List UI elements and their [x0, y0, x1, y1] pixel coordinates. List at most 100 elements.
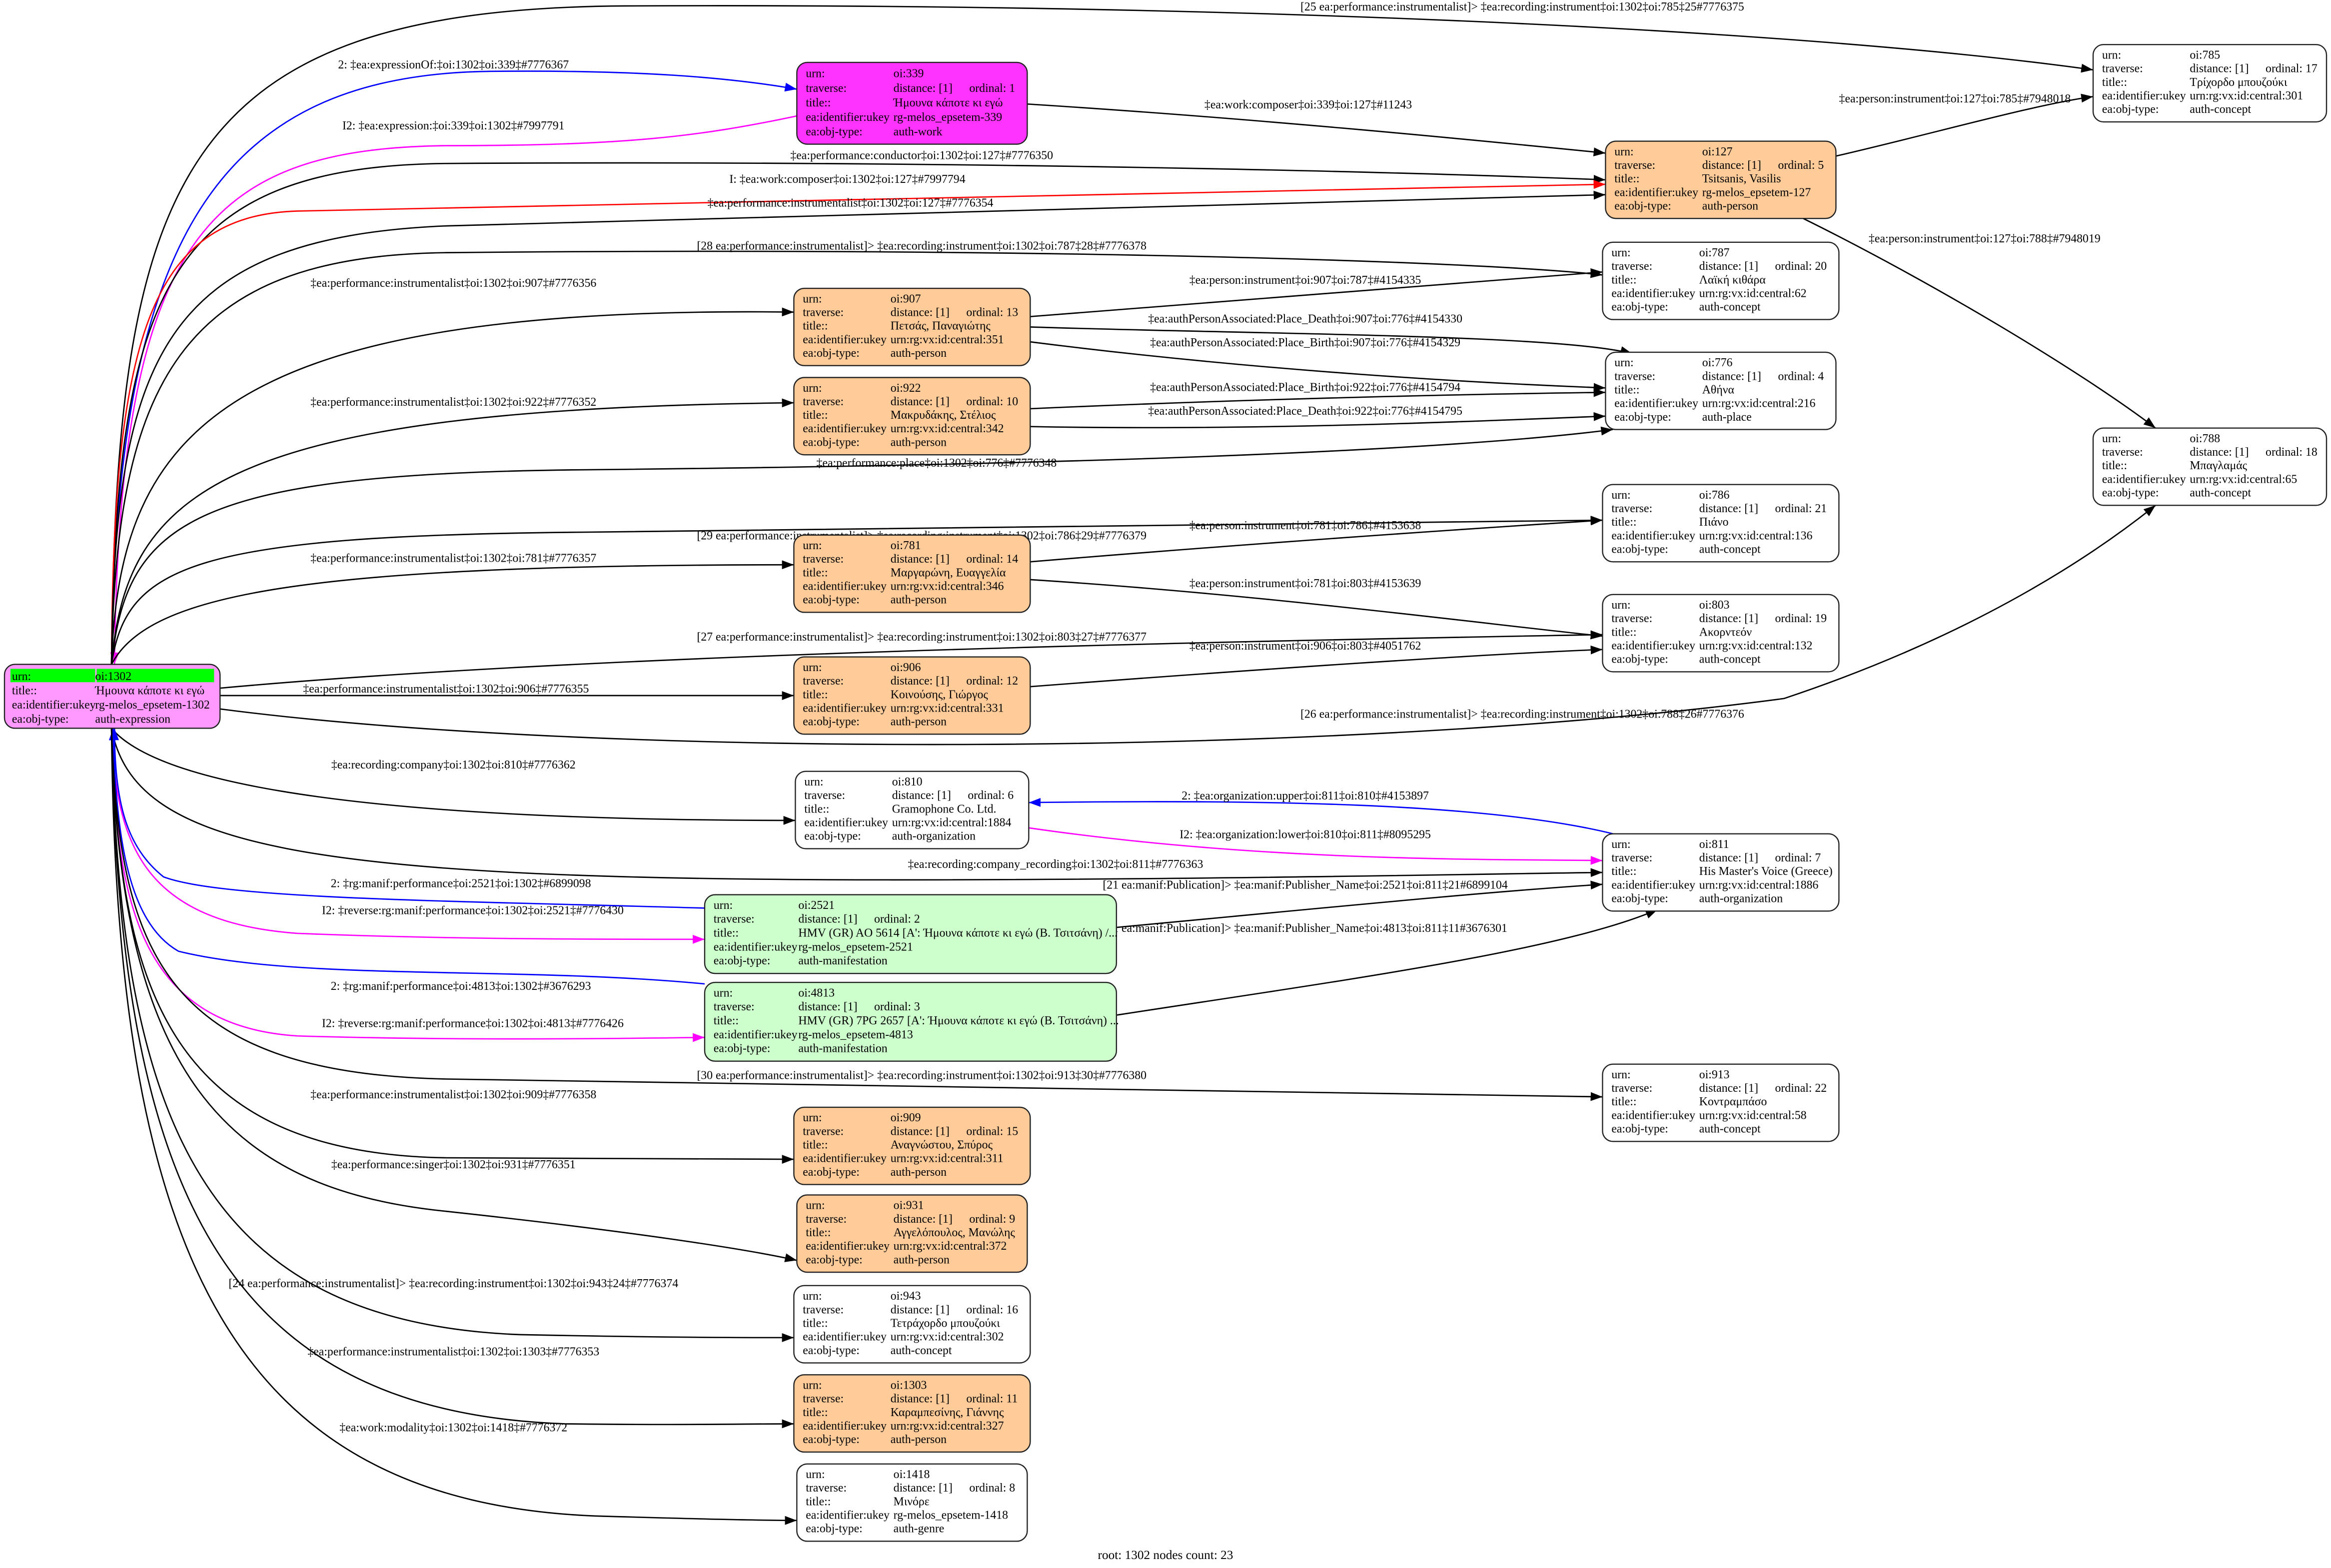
row-label: title:: — [803, 1317, 828, 1330]
row-value-ukey: urn:rg:vx:id:central:351 — [891, 333, 1004, 346]
edge-label: ‡ea:authPersonAssociated:Place_Death‡oi:… — [1148, 405, 1462, 418]
row-label: ea:obj-type: — [2102, 103, 2159, 116]
row-label: urn: — [804, 776, 823, 788]
edge-label: [30 ea:performance:instrumentalist]> ‡ea… — [697, 1069, 1147, 1082]
row-value-ordinal: ordinal: 1 — [969, 82, 1015, 95]
row-value-ordinal: ordinal: 5 — [1778, 159, 1824, 172]
row-label: title:: — [1611, 516, 1636, 529]
graph-edge: [27 ea:performance:instrumentalist]> ‡ea… — [220, 630, 1603, 689]
edge-line — [110, 398, 794, 665]
row-value-distance: distance: [1] — [1699, 1082, 1758, 1095]
row-label: title:: — [803, 1406, 828, 1419]
edge-label: ‡ea:performance:instrumentalist‡oi:1302‡… — [707, 196, 993, 209]
row-value-distance: distance: [1] — [891, 675, 950, 688]
edge-line — [1030, 412, 1606, 429]
row-value-title: Αγγελόπουλος, Μανώλης — [894, 1226, 1016, 1239]
row-value-title: Πετσάς, Παναγιώτης — [891, 320, 991, 333]
row-label: ea:obj-type: — [12, 713, 69, 726]
row-label: ea:obj-type: — [1614, 199, 1671, 212]
row-label: title:: — [1614, 384, 1639, 397]
row-value-distance: distance: [1] — [1699, 851, 1758, 864]
row-value-distance: distance: [1] — [891, 1125, 950, 1138]
node-box — [704, 894, 1118, 974]
node-box — [793, 287, 1031, 366]
edge-line — [1030, 579, 1603, 640]
row-value-ordinal: ordinal: 10 — [966, 395, 1018, 408]
row-value-ordinal: ordinal: 9 — [969, 1213, 1015, 1226]
row-label: urn: — [806, 1199, 825, 1212]
graph-footer: root: 1302 nodes count: 23 — [1098, 1548, 1233, 1562]
row-value-ukey: rg-melos_epsetem-4813 — [798, 1028, 913, 1041]
graph-edge: ‡ea:authPersonAssociated:Place_Death‡oi:… — [1030, 312, 1633, 355]
graph-edge: ‡ea:performance:conductor‡oi:1302‡oi:127… — [110, 149, 1606, 665]
row-value-distance: distance: [1] — [1702, 159, 1761, 172]
row-label: ea:obj-type: — [806, 1523, 863, 1536]
graph-edge: [21 ea:manif:Publication]> ‡ea:manif:Pub… — [1103, 879, 1603, 928]
row-label: traverse: — [803, 1125, 844, 1138]
row-value-urn: oi:127 — [1702, 145, 1733, 158]
graph-edge: ‡ea:person:instrument‡oi:907‡oi:787‡#415… — [1030, 268, 1603, 317]
edge-label: I2: ‡ea:organization:lower‡oi:810‡oi:811… — [1179, 828, 1431, 841]
graph-edge: 2: ‡rg:manif:performance‡oi:2521‡oi:1302… — [110, 728, 705, 909]
row-label: ea:obj-type: — [803, 716, 860, 729]
row-value-title: Μινόρε — [894, 1495, 930, 1508]
row-value-obj-type: auth-person — [891, 594, 947, 607]
row-label: ea:obj-type: — [1611, 653, 1668, 666]
row-value-obj-type: auth-genre — [894, 1523, 945, 1536]
row-value-urn: oi:931 — [894, 1199, 924, 1212]
row-value-urn: oi:781 — [891, 539, 921, 552]
row-label: traverse: — [803, 306, 844, 319]
node-box — [793, 1285, 1031, 1364]
edge-line — [1116, 880, 1603, 928]
row-value-ukey: urn:rg:vx:id:central:331 — [891, 702, 1004, 715]
row-value-distance: distance: [1] — [2190, 62, 2249, 75]
node-box — [796, 1463, 1028, 1542]
edge-line — [1030, 516, 1603, 563]
row-label: title:: — [803, 566, 828, 579]
row-label: urn: — [1614, 145, 1633, 158]
row-value-urn: oi:2521 — [798, 899, 835, 912]
graph-edge: [24 ea:performance:instrumentalist]> ‡ea… — [110, 728, 794, 1342]
row-value-urn: oi:803 — [1699, 599, 1730, 612]
edge-line — [220, 505, 2156, 746]
row-value-obj-type: auth-concept — [2190, 103, 2251, 116]
node-box — [704, 981, 1118, 1062]
row-label: title:: — [803, 320, 828, 333]
row-value-distance: distance: [1] — [2190, 446, 2249, 459]
graph-edge: ‡ea:person:instrument‡oi:127‡oi:788‡#794… — [1803, 218, 2156, 429]
edge-label: ‡ea:work:modality‡oi:1302‡oi:1418‡#77763… — [339, 1421, 567, 1434]
row-value-obj-type: auth-concept — [1699, 653, 1761, 666]
row-label: traverse: — [2102, 62, 2143, 75]
graph-edge: ‡ea:authPersonAssociated:Place_Birth‡oi:… — [1030, 381, 1606, 410]
edge-line — [110, 728, 794, 1164]
row-label: ea:identifier:ukey — [2102, 473, 2186, 486]
node-box — [793, 534, 1031, 613]
row-label: ea:obj-type: — [1611, 892, 1668, 905]
row-value-obj-type: auth-person — [891, 1166, 947, 1179]
row-value-title: Μακρυδάκης, Στέλιος — [891, 409, 996, 422]
graph-edge: 2: ‡rg:manif:performance‡oi:4813‡oi:1302… — [108, 728, 705, 993]
row-value-distance: distance: [1] — [1699, 612, 1758, 625]
row-label: ea:identifier:ukey — [1611, 529, 1695, 542]
row-value-obj-type: auth-expression — [95, 713, 170, 726]
row-value-title: Καραμπεσίνης, Γιάννης — [891, 1406, 1004, 1419]
edge-label: I: ‡ea:work:composer‡oi:1302‡oi:127‡#799… — [729, 173, 965, 186]
edge-label: ‡ea:authPersonAssociated:Place_Birth‡oi:… — [1150, 381, 1460, 394]
row-label: ea:obj-type: — [803, 436, 860, 449]
row-label: title:: — [806, 1226, 831, 1239]
row-value-ordinal: ordinal: 22 — [1775, 1082, 1827, 1095]
row-label: traverse: — [803, 553, 844, 566]
edge-line — [110, 728, 705, 1042]
row-value-ordinal: ordinal: 14 — [966, 553, 1018, 566]
row-value-title: Αναγνώστου, Σπύρος — [891, 1139, 993, 1152]
edge-line — [110, 307, 794, 665]
row-label: urn: — [803, 292, 822, 305]
row-label: ea:identifier:ukey — [803, 1331, 887, 1344]
row-label: title:: — [806, 1495, 831, 1508]
row-value-ordinal: ordinal: 3 — [874, 1000, 920, 1013]
row-value-title: Μαργαρώνη, Ευαγγελία — [891, 566, 1006, 579]
edge-line — [1029, 827, 1603, 865]
